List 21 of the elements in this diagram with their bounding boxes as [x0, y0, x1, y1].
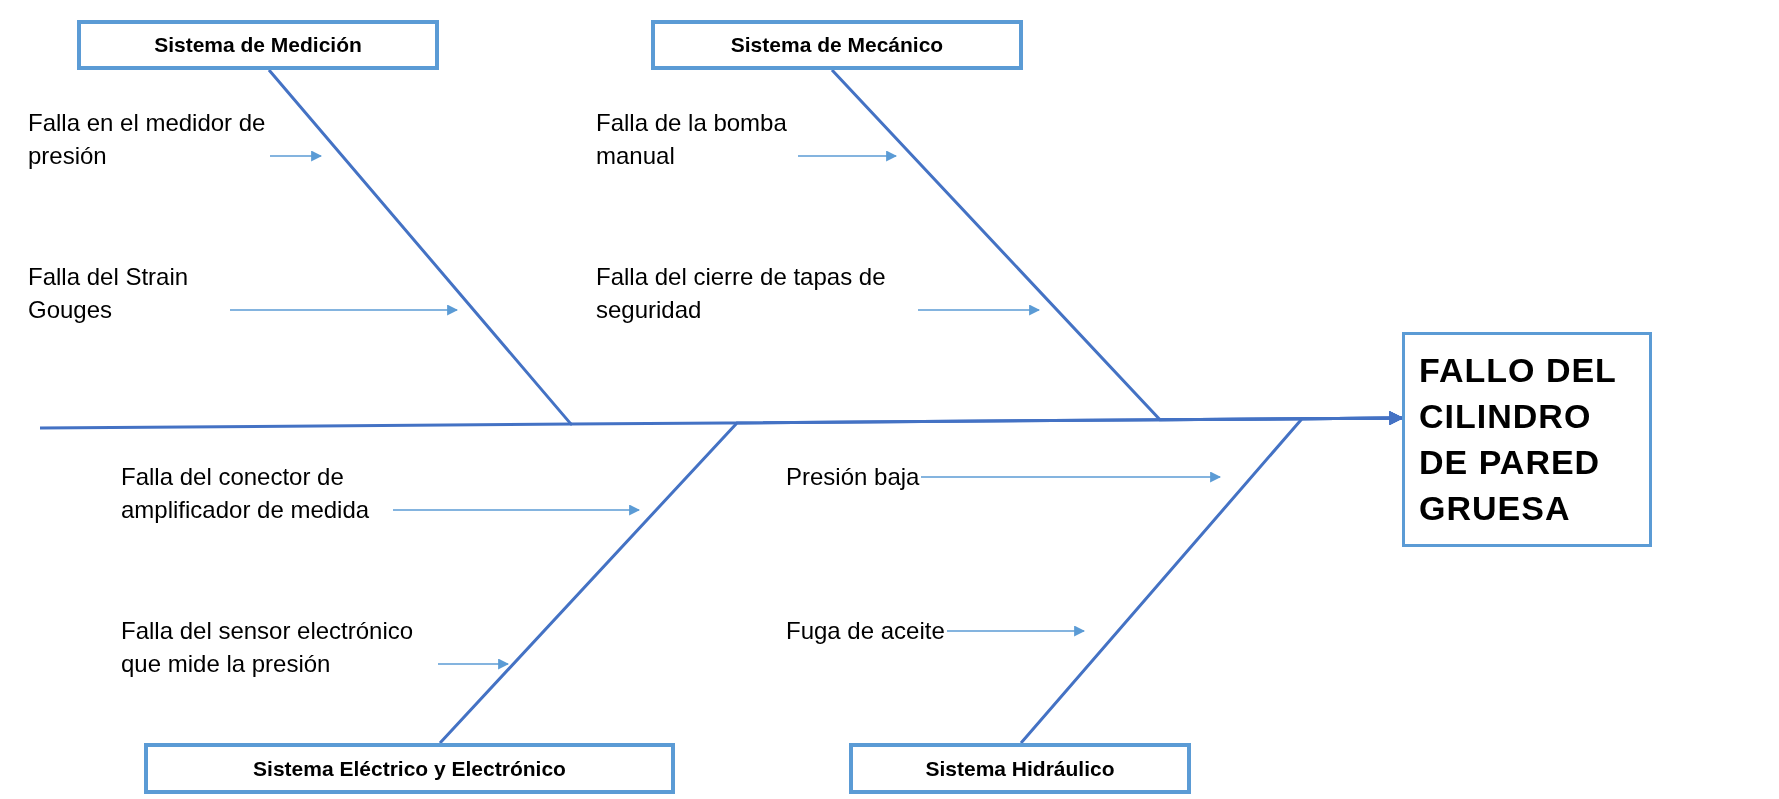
- arrow: [917, 304, 1041, 316]
- cause-text: Fuga de aceite: [786, 614, 945, 647]
- category-box: Sistema Eléctrico y Electrónico: [144, 743, 675, 794]
- cause-text: Falla del conector de amplificador de medida: [121, 460, 391, 526]
- cause-text: Falla del cierre de tapas de seguridad: [596, 260, 916, 326]
- category-box: Sistema de Mecánico: [651, 20, 1023, 70]
- cause-text: Falla del sensor electrónico que mide la presión: [121, 614, 436, 680]
- arrow: [229, 304, 459, 316]
- effect-box: FALLO DEL CILINDRO DE PARED GRUESA: [1402, 332, 1652, 547]
- arrow: [269, 150, 323, 162]
- cause-text: Falla del Strain Gouges: [28, 260, 228, 326]
- arrow: [946, 625, 1086, 637]
- cause-text: Falla de la bomba manual: [596, 106, 796, 172]
- cause-text: Presión baja: [786, 460, 920, 493]
- arrow: [392, 504, 641, 516]
- arrow: [797, 150, 898, 162]
- category-box: Sistema Hidráulico: [849, 743, 1191, 794]
- category-box: Sistema de Medición: [77, 20, 439, 70]
- cause-text: Falla en el medidor de presión: [28, 106, 268, 172]
- arrow: [437, 658, 510, 670]
- arrow: [920, 471, 1222, 483]
